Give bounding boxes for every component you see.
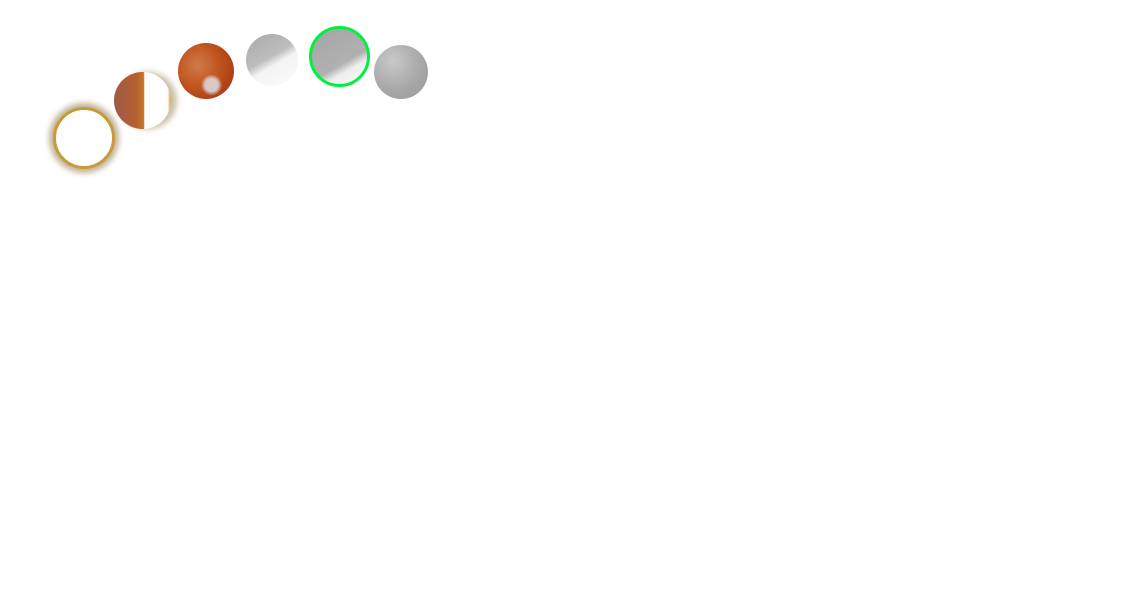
moon-phase-6[interactable] bbox=[374, 45, 428, 99]
moon-phase-2[interactable] bbox=[114, 72, 171, 129]
moon-phase-4[interactable] bbox=[246, 34, 298, 86]
moon-phase-3[interactable] bbox=[178, 43, 234, 99]
moon-phase-5-selected[interactable] bbox=[309, 26, 370, 87]
moon-phase-1[interactable] bbox=[53, 107, 115, 169]
